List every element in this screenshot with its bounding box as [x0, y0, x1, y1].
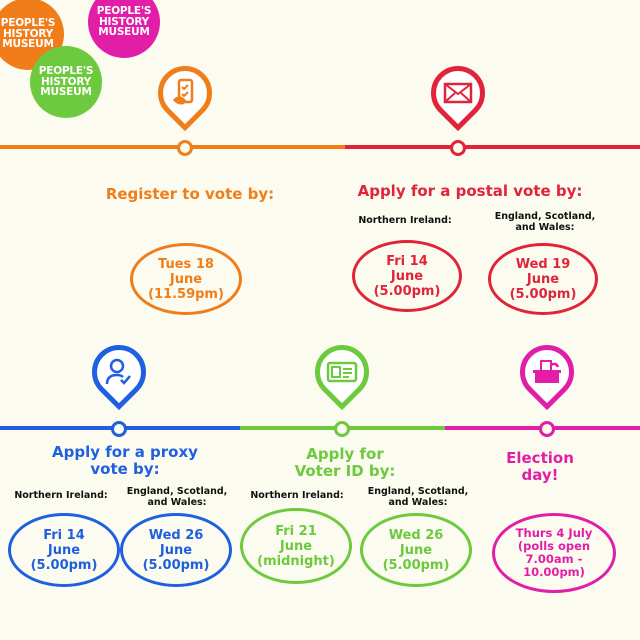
person-check-icon	[105, 358, 131, 385]
timeline-orange-line	[0, 145, 345, 149]
proxy-ni-label: Northern Ireland:	[14, 490, 108, 501]
id-card-icon	[326, 361, 358, 383]
dot-register	[177, 140, 193, 156]
proxy-gb-date-oval: Wed 26 June (5.00pm)	[120, 513, 232, 587]
pin-postal	[419, 54, 497, 132]
election-heading: Election day!	[506, 449, 574, 484]
postal-heading: Apply for a postal vote by:	[357, 182, 583, 200]
proxy-gb-label: England, Scotland, and Wales:	[126, 486, 228, 508]
election-date-oval: Thurs 4 July (polls open 7.00am - 10.00p…	[492, 513, 616, 593]
register-heading: Register to vote by:	[105, 185, 275, 203]
logo-orange: PEOPLE'S HISTORY MUSEUM	[0, 0, 64, 70]
pin-proxy	[80, 333, 158, 411]
dot-voterid	[334, 421, 350, 437]
voterid-ni-date-oval: Fri 21 June (midnight)	[240, 508, 352, 584]
postal-gb-date-oval: Wed 19 June (5.00pm)	[488, 243, 598, 315]
voterid-gb-label: England, Scotland, and Wales:	[367, 486, 469, 508]
pin-election	[508, 333, 586, 411]
timeline-red-line	[345, 145, 640, 149]
dot-postal	[450, 140, 466, 156]
phone-checklist-icon	[173, 78, 194, 105]
voterid-ni-label: Northern Ireland:	[250, 490, 344, 501]
postal-ni-date-oval: Fri 14 June (5.00pm)	[352, 240, 462, 312]
dot-proxy	[111, 421, 127, 437]
proxy-ni-date-oval: Fri 14 June (5.00pm)	[8, 513, 120, 587]
proxy-heading: Apply for a proxy vote by:	[52, 443, 198, 478]
pin-voterid	[303, 333, 381, 411]
dot-election	[539, 421, 555, 437]
voterid-gb-date-oval: Wed 26 June (5.00pm)	[360, 513, 472, 587]
pin-register	[146, 54, 224, 132]
postal-gb-label: England, Scotland, and Wales:	[494, 211, 596, 233]
voterid-heading: Apply for Voter ID by:	[294, 445, 396, 480]
register-date-oval: Tues 18 June (11.59pm)	[130, 243, 242, 315]
postal-ni-label: Northern Ireland:	[358, 215, 452, 226]
logo-green: PEOPLE'S HISTORY MUSEUM	[30, 46, 102, 118]
envelope-icon	[443, 82, 473, 104]
ballot-box-icon	[533, 360, 561, 383]
logo-pink: PEOPLE'S HISTORY MUSEUM	[88, 0, 160, 58]
